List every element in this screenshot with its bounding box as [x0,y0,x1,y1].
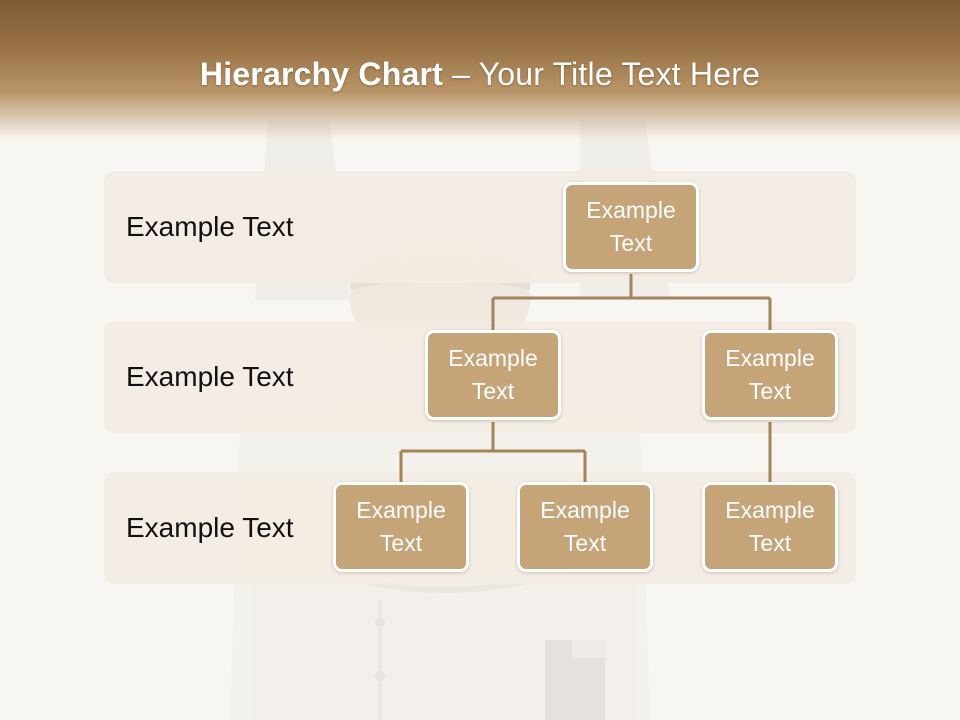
node-level2-right-label: Example Text [725,345,815,404]
level-3-label: Example Text [126,512,294,543]
slide-title: Hierarchy Chart – Your Title Text Here [0,56,960,93]
node-level3-a[interactable]: Example Text [333,482,469,572]
level-band-1: Example Text [104,171,856,283]
node-root-label: Example Text [586,197,676,256]
node-level2-left[interactable]: Example Text [425,330,561,420]
title-header-bar [0,0,960,140]
node-level2-right[interactable]: Example Text [702,330,838,420]
slide-title-rest: – Your Title Text Here [443,56,761,92]
node-level3-b-label: Example Text [540,497,630,556]
level-2-label: Example Text [126,361,294,392]
node-level3-b[interactable]: Example Text [517,482,653,572]
connector-left-to-level3 [399,422,587,482]
node-level3-c[interactable]: Example Text [702,482,838,572]
node-level3-a-label: Example Text [356,497,446,556]
level-1-label: Example Text [126,211,294,242]
connector-root-to-level2 [491,274,772,330]
node-level2-left-label: Example Text [448,345,538,404]
node-root[interactable]: Example Text [563,182,699,272]
slide-title-bold: Hierarchy Chart [199,56,443,92]
node-level3-c-label: Example Text [725,497,815,556]
